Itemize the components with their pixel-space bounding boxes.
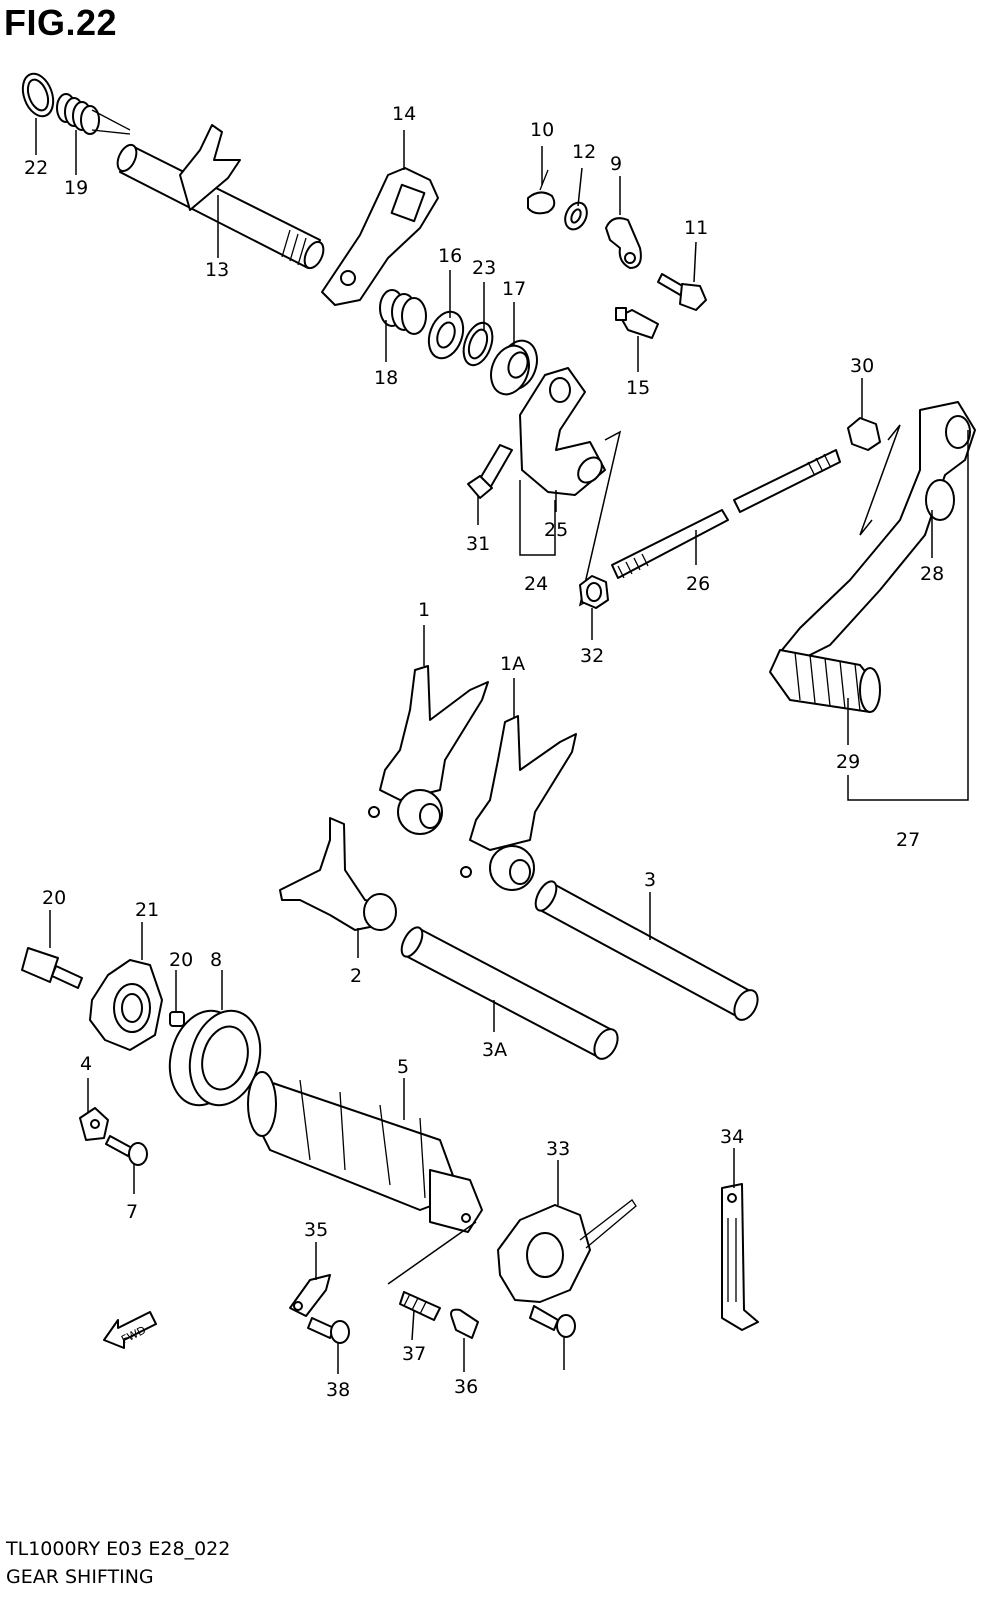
part-bracket-11 (605, 217, 642, 269)
callout-16: 14 (392, 103, 416, 125)
part-stopper-4 (79, 1107, 109, 1141)
part-nut-31 (579, 575, 609, 609)
callout-29: 30 (850, 355, 874, 377)
callout-3: 3 (644, 869, 656, 891)
callout-36: 37 (402, 1343, 426, 1365)
callout-14: 12 (572, 141, 596, 163)
figure-title: FIG.22 (4, 2, 118, 43)
guide-line-36 (387, 1221, 477, 1285)
callout-37: 38 (326, 1379, 350, 1401)
callout-35: 36 (454, 1376, 478, 1398)
part-spring-21 (56, 93, 131, 135)
callout-31: 32 (580, 645, 604, 667)
callout-5: 5 (397, 1056, 409, 1078)
callout-34: 35 (304, 1219, 328, 1241)
part-footpeg-28 (769, 649, 881, 713)
part-pin-7 (21, 947, 83, 989)
callout-11: 9 (610, 153, 622, 175)
callout-27: 28 (920, 563, 944, 585)
part-bolt-13 (657, 273, 707, 311)
part-fork-shaft-3 (534, 880, 759, 1021)
part-clip-12 (527, 169, 556, 215)
callout-19: 17 (502, 278, 526, 300)
callout-17: 15 (626, 377, 650, 399)
part-circlip-22 (21, 72, 55, 118)
leader-lines (35, 118, 933, 1374)
callout-28: 29 (836, 751, 860, 773)
part-shift-arm-16 (321, 167, 439, 306)
part-shift-fork-1A (460, 715, 577, 891)
callout-18: 16 (438, 245, 462, 267)
part-bolt-17 (615, 307, 659, 339)
callout-30: 31 (466, 533, 490, 555)
callout-4: 4 (80, 1053, 92, 1075)
part-spring-36 (399, 1291, 441, 1321)
part-gearshift-lever-26 (781, 401, 976, 661)
part-washer-18 (427, 310, 465, 360)
part-circlip-22b (462, 321, 494, 367)
callout-10: 8 (210, 949, 222, 971)
part-spring-20 (379, 289, 427, 335)
callout-7: 20 (42, 887, 66, 909)
callout-32: 33 (546, 1138, 570, 1160)
callout-22b: 23 (472, 257, 496, 279)
part-bolt-30 (467, 444, 513, 499)
part-pin-35 (450, 1308, 479, 1339)
part-washer-14 (564, 201, 588, 231)
part-pin-6 (169, 1011, 185, 1027)
part-nut-29 (847, 417, 881, 451)
callout-15: 13 (205, 259, 229, 281)
part-plate-34 (289, 1274, 331, 1317)
part-shift-fork-1 (368, 665, 489, 835)
bracket-23 (519, 480, 556, 556)
callout-6: 20 (169, 949, 193, 971)
callout-24: 25 (544, 519, 568, 541)
part-fork-shaft-3A (400, 926, 619, 1060)
callout-labels: 22 19 13 14 10 12 9 11 16 23 17 18 15 30… (24, 103, 944, 1401)
part-screw-9 (105, 1135, 148, 1166)
bracket-26 (847, 430, 969, 801)
callout-26: 27 (896, 829, 920, 851)
callout-21: 19 (64, 177, 88, 199)
model-code: TL1000RY E03 E28_022 (6, 1538, 231, 1560)
section-title: GEAR SHIFTING (6, 1566, 154, 1588)
callout-9: 7 (126, 1201, 138, 1223)
fwd-arrow-icon: FWD (103, 1311, 157, 1349)
callout-33: 34 (720, 1126, 744, 1148)
part-bearing-10 (168, 1009, 262, 1107)
callout-3A: 3A (482, 1039, 507, 1061)
part-shift-fork-2 (279, 817, 397, 931)
callout-22a: 22 (24, 157, 48, 179)
callout-20: 18 (374, 367, 398, 389)
part-shift-shaft-15 (116, 124, 325, 270)
break-line-right (859, 424, 901, 536)
callout-12: 10 (530, 119, 554, 141)
part-lever-24 (519, 367, 606, 496)
callout-1A: 1A (500, 653, 525, 675)
part-cam-stopper-32 (497, 1199, 637, 1303)
part-bracket-33 (721, 1183, 759, 1331)
part-bushing-19 (490, 339, 538, 396)
part-gearshift-cam-5 (247, 1071, 483, 1233)
part-tie-rod-25 (611, 449, 841, 579)
callout-23: 24 (524, 573, 548, 595)
part-screw-38 (529, 1305, 576, 1338)
callout-2: 2 (350, 965, 362, 987)
callout-8: 21 (135, 899, 159, 921)
callout-1: 1 (418, 599, 430, 621)
callout-25: 26 (686, 573, 710, 595)
callout-13: 11 (684, 217, 708, 239)
part-cam-plate-8 (89, 959, 163, 1051)
part-screw-37 (307, 1317, 350, 1344)
